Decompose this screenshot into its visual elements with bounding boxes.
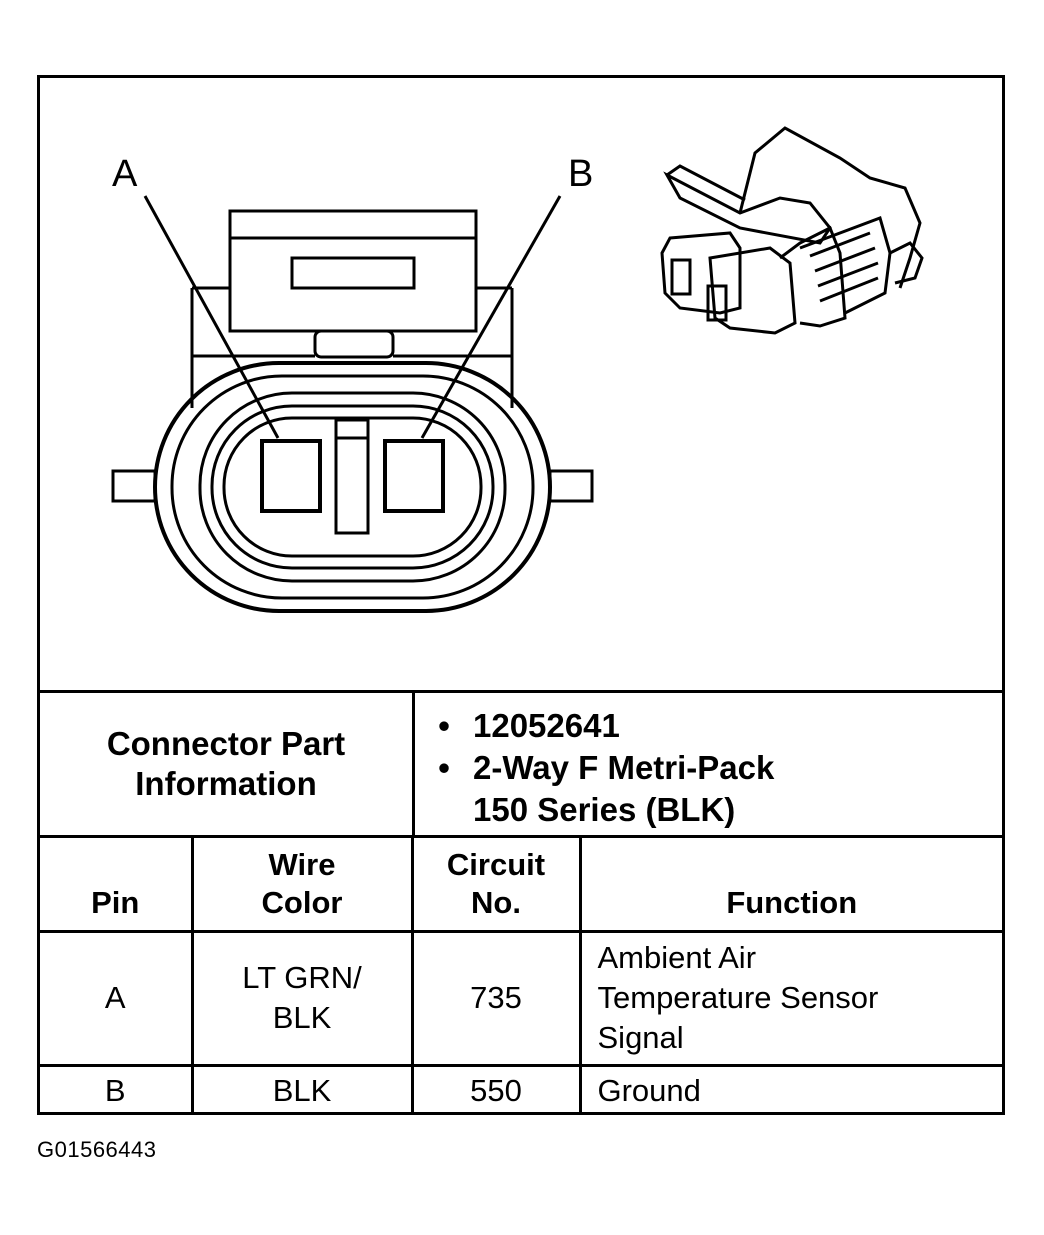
connector-series: 150 Series (BLK) bbox=[473, 791, 736, 828]
cell-pin: B bbox=[40, 1063, 194, 1115]
connector-drawing: A B bbox=[111, 126, 924, 613]
header-function: Function bbox=[578, 835, 1002, 933]
header-wire-color: Wire Color bbox=[190, 835, 414, 933]
connector-perspective-view bbox=[660, 126, 924, 335]
cell-function: Ambient Air Temperature Sensor Signal bbox=[578, 929, 1002, 1067]
part-number: 12052641 bbox=[473, 707, 620, 744]
table-row: B BLK 550 Ground bbox=[40, 1063, 1002, 1115]
table-row: A LT GRN/ BLK 735 Ambient Air Temperatur… bbox=[40, 929, 1002, 1067]
bullet-icon: • bbox=[438, 707, 450, 744]
cell-circuit: 735 bbox=[410, 929, 582, 1067]
cell-pin: A bbox=[40, 929, 194, 1067]
info-title-line2: Information bbox=[135, 765, 317, 802]
connector-part-info: Connector Part Information • 12052641 • … bbox=[40, 690, 1002, 838]
pin-b-callout: B bbox=[568, 153, 593, 195]
info-details-cell: • 12052641 • 2-Way F Metri-Pack 150 Seri… bbox=[415, 705, 995, 831]
info-title-cell: Connector Part Information bbox=[40, 693, 415, 835]
figure-id: G01566443 bbox=[37, 1137, 157, 1162]
header-circuit-no: Circuit No. bbox=[410, 835, 582, 933]
info-bullet-item: • 12052641 bbox=[415, 705, 995, 747]
table-header-row: Pin Wire Color Circuit No. Function bbox=[40, 835, 1002, 933]
cell-circuit: 550 bbox=[410, 1063, 582, 1115]
cell-wire-color: LT GRN/ BLK bbox=[190, 929, 414, 1067]
cell-function: Ground bbox=[578, 1063, 1002, 1115]
info-bullet-item: • 2-Way F Metri-Pack bbox=[415, 747, 995, 789]
diagram-frame: A B Connector Part Information • 1205264… bbox=[37, 75, 1005, 1115]
header-pin: Pin bbox=[40, 835, 194, 933]
connector-face-view bbox=[111, 195, 594, 613]
bullet-icon: • bbox=[438, 749, 450, 786]
pin-table: Pin Wire Color Circuit No. Function A LT… bbox=[40, 835, 1002, 1115]
pin-a-callout: A bbox=[112, 153, 138, 195]
info-title-line1: Connector Part bbox=[106, 725, 346, 762]
cell-wire-color: BLK bbox=[190, 1063, 414, 1115]
connector-type: 2-Way F Metri-Pack bbox=[473, 749, 775, 786]
